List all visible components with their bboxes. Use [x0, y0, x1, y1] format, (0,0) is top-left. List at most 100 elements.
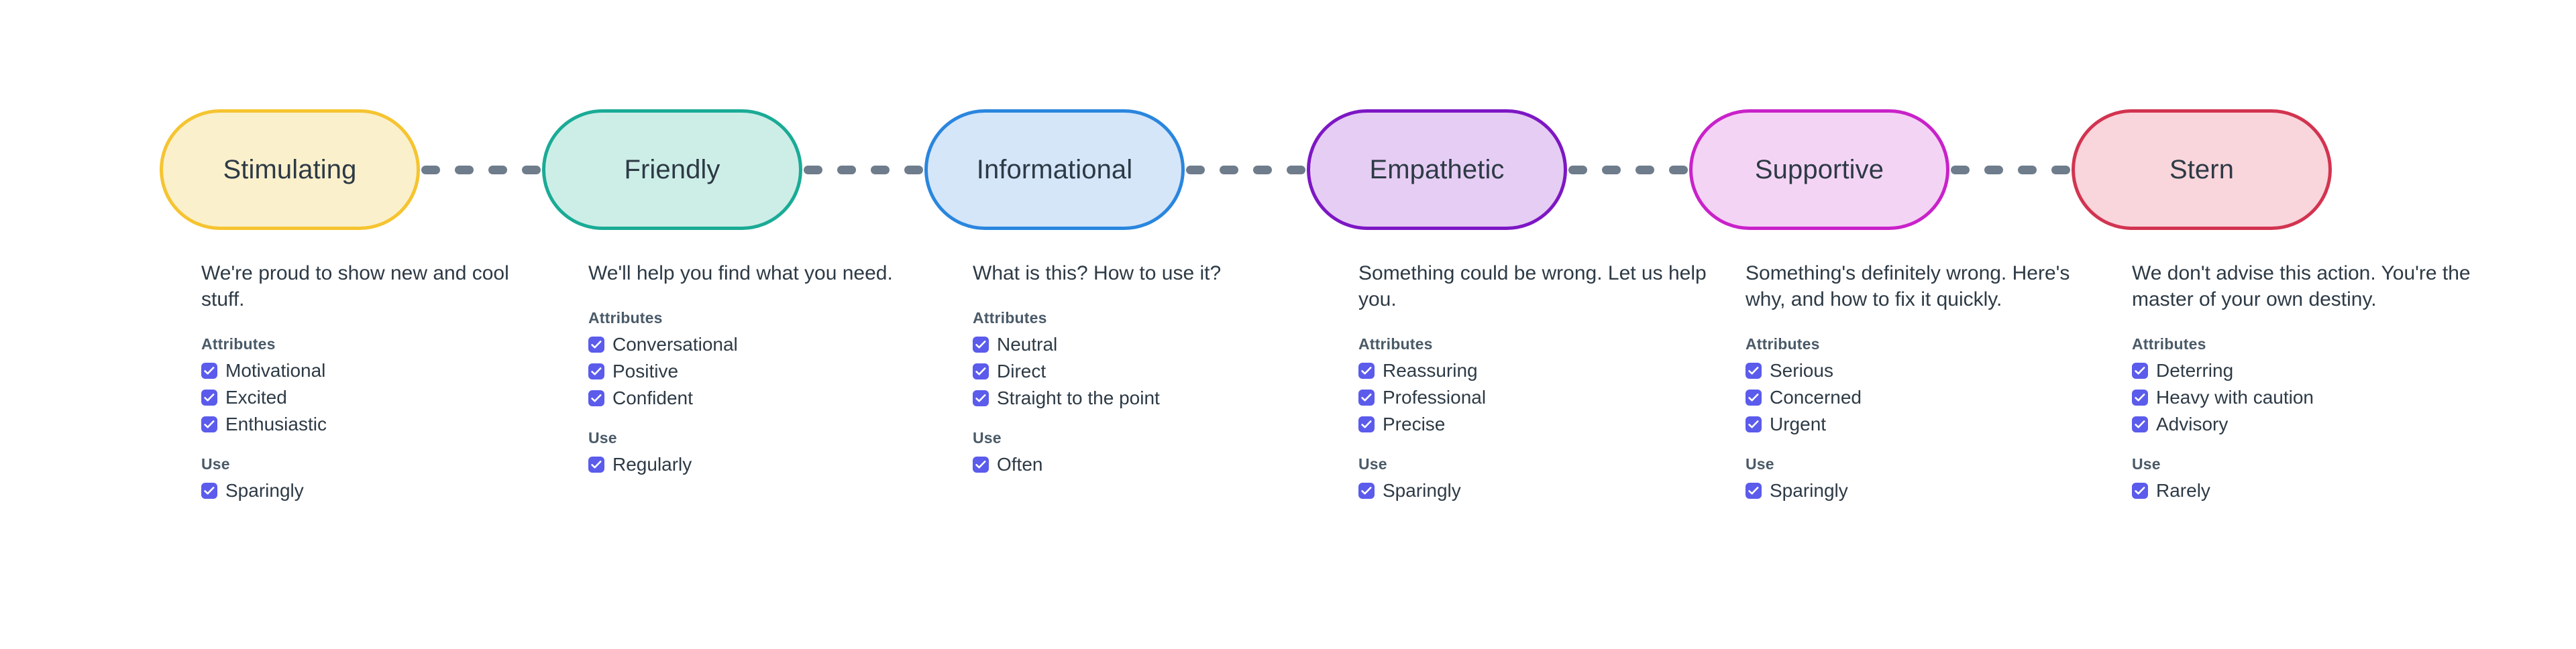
use-checkbox-row[interactable]: Sparingly: [1358, 477, 1707, 504]
attribute-label: Deterring: [2156, 360, 2234, 381]
checkbox-checked-icon[interactable]: [201, 483, 217, 499]
attribute-checkbox-row[interactable]: Serious: [1746, 357, 2094, 384]
tone-pill-informational[interactable]: Informational: [924, 109, 1185, 230]
dash-segment: [421, 165, 440, 174]
tone-description: Something could be wrong. Let us help yo…: [1358, 262, 1707, 310]
dash-segment: [1253, 165, 1272, 174]
checkbox-checked-icon[interactable]: [1746, 483, 1762, 499]
attribute-checkbox-row[interactable]: Enthusiastic: [201, 411, 550, 438]
attribute-checkbox-row[interactable]: Professional: [1358, 384, 1707, 411]
checkbox-checked-icon[interactable]: [588, 337, 604, 353]
tone-column-empathetic: Something could be wrong. Let us help yo…: [1358, 260, 1707, 504]
use-title: Use: [201, 455, 230, 473]
tone-column-stern: We don't advise this action. You're the …: [2132, 260, 2481, 504]
attribute-label: Advisory: [2156, 414, 2229, 434]
checkbox-checked-icon[interactable]: [1358, 483, 1375, 499]
checkbox-checked-icon[interactable]: [1358, 363, 1375, 379]
use-title: Use: [973, 429, 1002, 447]
attribute-checkbox-row[interactable]: Confident: [588, 385, 937, 412]
checkbox-checked-icon[interactable]: [973, 457, 989, 473]
dash-segment: [1602, 165, 1621, 174]
checkbox-checked-icon[interactable]: [1746, 390, 1762, 406]
tone-pill-stimulating[interactable]: Stimulating: [160, 109, 420, 230]
attribute-checkbox-row[interactable]: Urgent: [1746, 411, 2094, 438]
attributes-title: Attributes: [588, 309, 663, 327]
use-title: Use: [2132, 455, 2161, 473]
use-checkbox-row[interactable]: Often: [973, 451, 1322, 478]
attribute-label: Straight to the point: [997, 388, 1160, 408]
tone-pill-friendly[interactable]: Friendly: [542, 109, 802, 230]
attribute-label: Concerned: [1770, 387, 1862, 408]
attribute-label: Direct: [997, 361, 1046, 381]
checkbox-checked-icon[interactable]: [588, 363, 604, 379]
dashed-line-icon: [1949, 165, 2072, 174]
attribute-checkbox-row[interactable]: Neutral: [973, 331, 1322, 358]
checkbox-checked-icon[interactable]: [2132, 416, 2148, 432]
attribute-label: Urgent: [1770, 414, 1827, 434]
attribute-checkbox-row[interactable]: Straight to the point: [973, 385, 1322, 412]
tone-pill-label: Friendly: [624, 155, 720, 184]
use-checkbox-row[interactable]: Sparingly: [201, 477, 550, 504]
attribute-checkbox-row[interactable]: Precise: [1358, 411, 1707, 438]
attribute-checkbox-row[interactable]: Reassuring: [1358, 357, 1707, 384]
attribute-label: Professional: [1383, 387, 1487, 408]
tone-description: We don't advise this action. You're the …: [2132, 262, 2471, 310]
dash-segment: [1220, 165, 1238, 174]
attribute-checkbox-row[interactable]: Direct: [973, 358, 1322, 385]
dash-segment: [804, 165, 822, 174]
checkbox-checked-icon[interactable]: [588, 390, 604, 406]
use-checkbox-row[interactable]: Sparingly: [1746, 477, 2094, 504]
attribute-checkbox-row[interactable]: Deterring: [2132, 357, 2481, 384]
attribute-checkbox-row[interactable]: Excited: [201, 384, 550, 411]
checkbox-checked-icon[interactable]: [1746, 363, 1762, 379]
checkbox-checked-icon[interactable]: [201, 390, 217, 406]
use-label: Sparingly: [225, 480, 304, 501]
attribute-checkbox-row[interactable]: Motivational: [201, 357, 550, 384]
checkbox-checked-icon[interactable]: [1358, 390, 1375, 406]
attribute-label: Heavy with caution: [2156, 387, 2314, 408]
checkbox-checked-icon[interactable]: [973, 363, 989, 379]
attribute-checkbox-row[interactable]: Positive: [588, 358, 937, 385]
attribute-checkbox-row[interactable]: Heavy with caution: [2132, 384, 2481, 411]
use-label: Sparingly: [1383, 480, 1461, 501]
checkbox-checked-icon[interactable]: [588, 457, 604, 473]
dash-segment: [488, 165, 507, 174]
dash-segment: [1186, 165, 1205, 174]
attribute-label: Excited: [225, 387, 287, 408]
checkbox-checked-icon[interactable]: [1358, 416, 1375, 432]
use-label: Regularly: [612, 454, 692, 475]
checkbox-checked-icon[interactable]: [2132, 390, 2148, 406]
attributes-title: Attributes: [973, 309, 1047, 327]
tone-pill-stern[interactable]: Stern: [2072, 109, 2332, 230]
use-title: Use: [588, 429, 617, 447]
checkbox-checked-icon[interactable]: [2132, 483, 2148, 499]
attribute-checkbox-row[interactable]: Concerned: [1746, 384, 2094, 411]
use-checkbox-row[interactable]: Regularly: [588, 451, 937, 478]
checkbox-checked-icon[interactable]: [2132, 363, 2148, 379]
dash-segment: [1984, 165, 2003, 174]
checkbox-checked-icon[interactable]: [973, 337, 989, 353]
tone-pill-empathetic[interactable]: Empathetic: [1307, 109, 1567, 230]
tone-column-supportive: Something's definitely wrong. Here's why…: [1746, 260, 2094, 504]
tone-pill-label: Empathetic: [1369, 155, 1505, 184]
tone-pill-supportive[interactable]: Supportive: [1689, 109, 1949, 230]
attribute-label: Conversational: [612, 334, 738, 355]
checkbox-checked-icon[interactable]: [973, 390, 989, 406]
checkbox-checked-icon[interactable]: [1746, 416, 1762, 432]
dash-segment: [2051, 165, 2070, 174]
attribute-checkbox-row[interactable]: Advisory: [2132, 411, 2481, 438]
checkbox-checked-icon[interactable]: [201, 363, 217, 379]
attributes-title: Attributes: [2132, 335, 2206, 353]
attribute-label: Neutral: [997, 334, 1058, 355]
tone-pill-label: Informational: [976, 155, 1133, 184]
use-checkbox-row[interactable]: Rarely: [2132, 477, 2481, 504]
attribute-checkbox-row[interactable]: Conversational: [588, 331, 937, 358]
checkbox-checked-icon[interactable]: [201, 416, 217, 432]
attribute-label: Serious: [1770, 360, 1833, 381]
